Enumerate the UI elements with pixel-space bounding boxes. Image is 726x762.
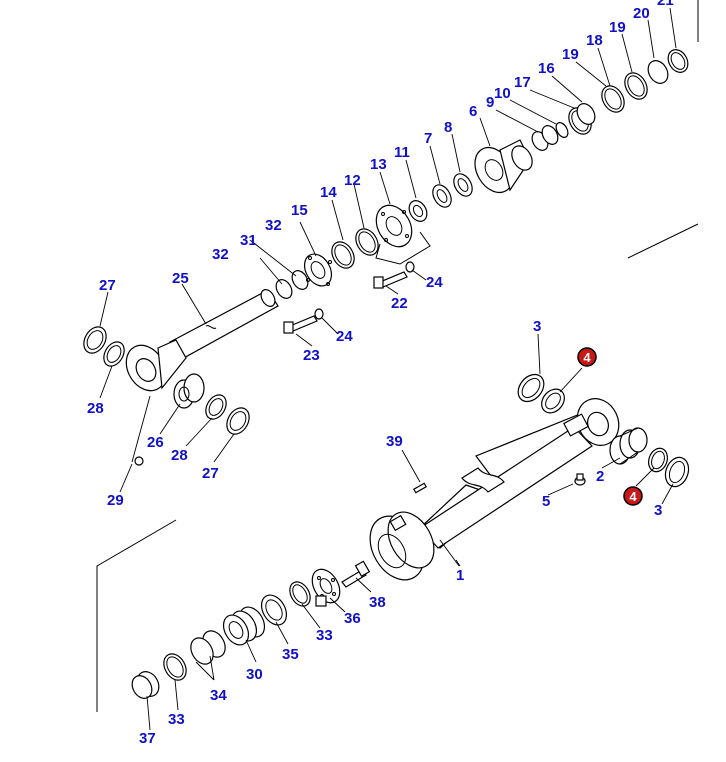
nut-37	[131, 671, 160, 699]
seal-27-lower	[226, 407, 250, 435]
snap-ring-10	[555, 122, 569, 138]
seal-ring-4-right	[647, 447, 669, 473]
label-20: 20	[633, 5, 650, 22]
label-21: 21	[657, 0, 674, 9]
label-33-lower: 33	[168, 711, 185, 728]
label-19-right: 19	[609, 19, 626, 36]
label-32-left: 32	[212, 246, 229, 263]
ring-20-21	[647, 49, 689, 84]
label-11: 11	[394, 144, 410, 161]
seal-27-upper	[83, 326, 107, 354]
washer-24-upper	[405, 261, 415, 273]
seal-8	[453, 173, 473, 197]
bushing-26	[173, 373, 205, 409]
label-17: 17	[514, 74, 531, 91]
label-37: 37	[139, 730, 156, 747]
ring-18-19	[601, 72, 648, 113]
bushing-11	[408, 200, 428, 222]
label-31: 31	[240, 232, 257, 249]
badge-4-lower-text: 4	[629, 489, 637, 504]
label-10: 10	[494, 85, 511, 102]
bolt-22	[373, 271, 408, 289]
head-6	[474, 139, 533, 194]
seal-28-lower	[205, 394, 227, 420]
label-1: 1	[456, 567, 464, 584]
label-12: 12	[344, 172, 361, 189]
label-14: 14	[320, 184, 337, 201]
washer-24-lower	[314, 308, 324, 320]
ring-33-lower	[163, 653, 187, 681]
label-5: 5	[542, 493, 550, 510]
bushing-2	[609, 427, 648, 465]
label-13: 13	[370, 156, 387, 173]
grease-fitting-29	[134, 456, 144, 466]
label-27-lower: 27	[202, 465, 219, 482]
badge-4-upper-text: 4	[583, 350, 591, 365]
label-24-lower: 24	[336, 328, 353, 345]
label-28-upper: 28	[87, 400, 104, 417]
seal-ring-4-upper	[541, 388, 565, 414]
part-labels: 1 2 3 3 5 6 7 8 9 10 11 12 13 14 15 16 1…	[87, 0, 674, 747]
ring-33-upper	[289, 581, 311, 607]
label-39: 39	[386, 433, 403, 450]
label-3-lower: 3	[654, 502, 662, 519]
ring-14	[331, 241, 355, 269]
label-34: 34	[210, 687, 227, 704]
frame-lines	[96, 0, 699, 712]
plate-36	[311, 568, 341, 607]
bolt-38	[341, 560, 371, 588]
label-26: 26	[147, 434, 164, 451]
label-15: 15	[291, 202, 308, 219]
dust-seal-3-upper	[517, 373, 545, 403]
dust-seal-3-right	[664, 456, 690, 488]
label-24-upper: 24	[426, 274, 443, 291]
callout-badge-4-lower: 4	[623, 486, 643, 506]
retainer-15	[303, 253, 333, 287]
label-18: 18	[586, 32, 603, 49]
piston-30	[222, 606, 266, 646]
ring-34	[190, 630, 226, 665]
piston-rod-25	[125, 289, 279, 392]
label-28-lower: 28	[171, 447, 188, 464]
label-29: 29	[107, 492, 124, 509]
label-7: 7	[424, 130, 432, 147]
label-32-right: 32	[265, 217, 282, 234]
label-36: 36	[344, 610, 361, 627]
label-19-left: 19	[562, 46, 579, 63]
ring-12	[355, 228, 379, 256]
ring-32-31	[275, 270, 309, 299]
bolt-23	[283, 315, 318, 334]
bushing-9	[531, 125, 559, 151]
seal-7	[432, 184, 452, 208]
flange-13	[375, 204, 431, 265]
label-9: 9	[486, 94, 494, 111]
label-2: 2	[596, 468, 604, 485]
label-3-upper: 3	[533, 318, 541, 335]
label-6: 6	[469, 103, 477, 120]
grease-fitting-5	[574, 473, 586, 486]
label-22: 22	[391, 295, 408, 312]
callout-badge-4-upper: 4	[577, 347, 597, 367]
label-35: 35	[282, 646, 299, 663]
label-23: 23	[303, 347, 320, 364]
label-33-upper: 33	[316, 627, 333, 644]
label-8: 8	[444, 119, 452, 136]
label-16: 16	[538, 60, 555, 77]
leader-lines	[99, 7, 677, 731]
cylinder-tube	[369, 398, 620, 581]
label-27-upper: 27	[99, 277, 116, 294]
ring-35	[260, 594, 288, 626]
label-30: 30	[246, 666, 263, 683]
label-25: 25	[172, 270, 189, 287]
label-38: 38	[369, 594, 386, 611]
ring-16	[576, 103, 596, 125]
seal-28-upper	[103, 341, 125, 367]
